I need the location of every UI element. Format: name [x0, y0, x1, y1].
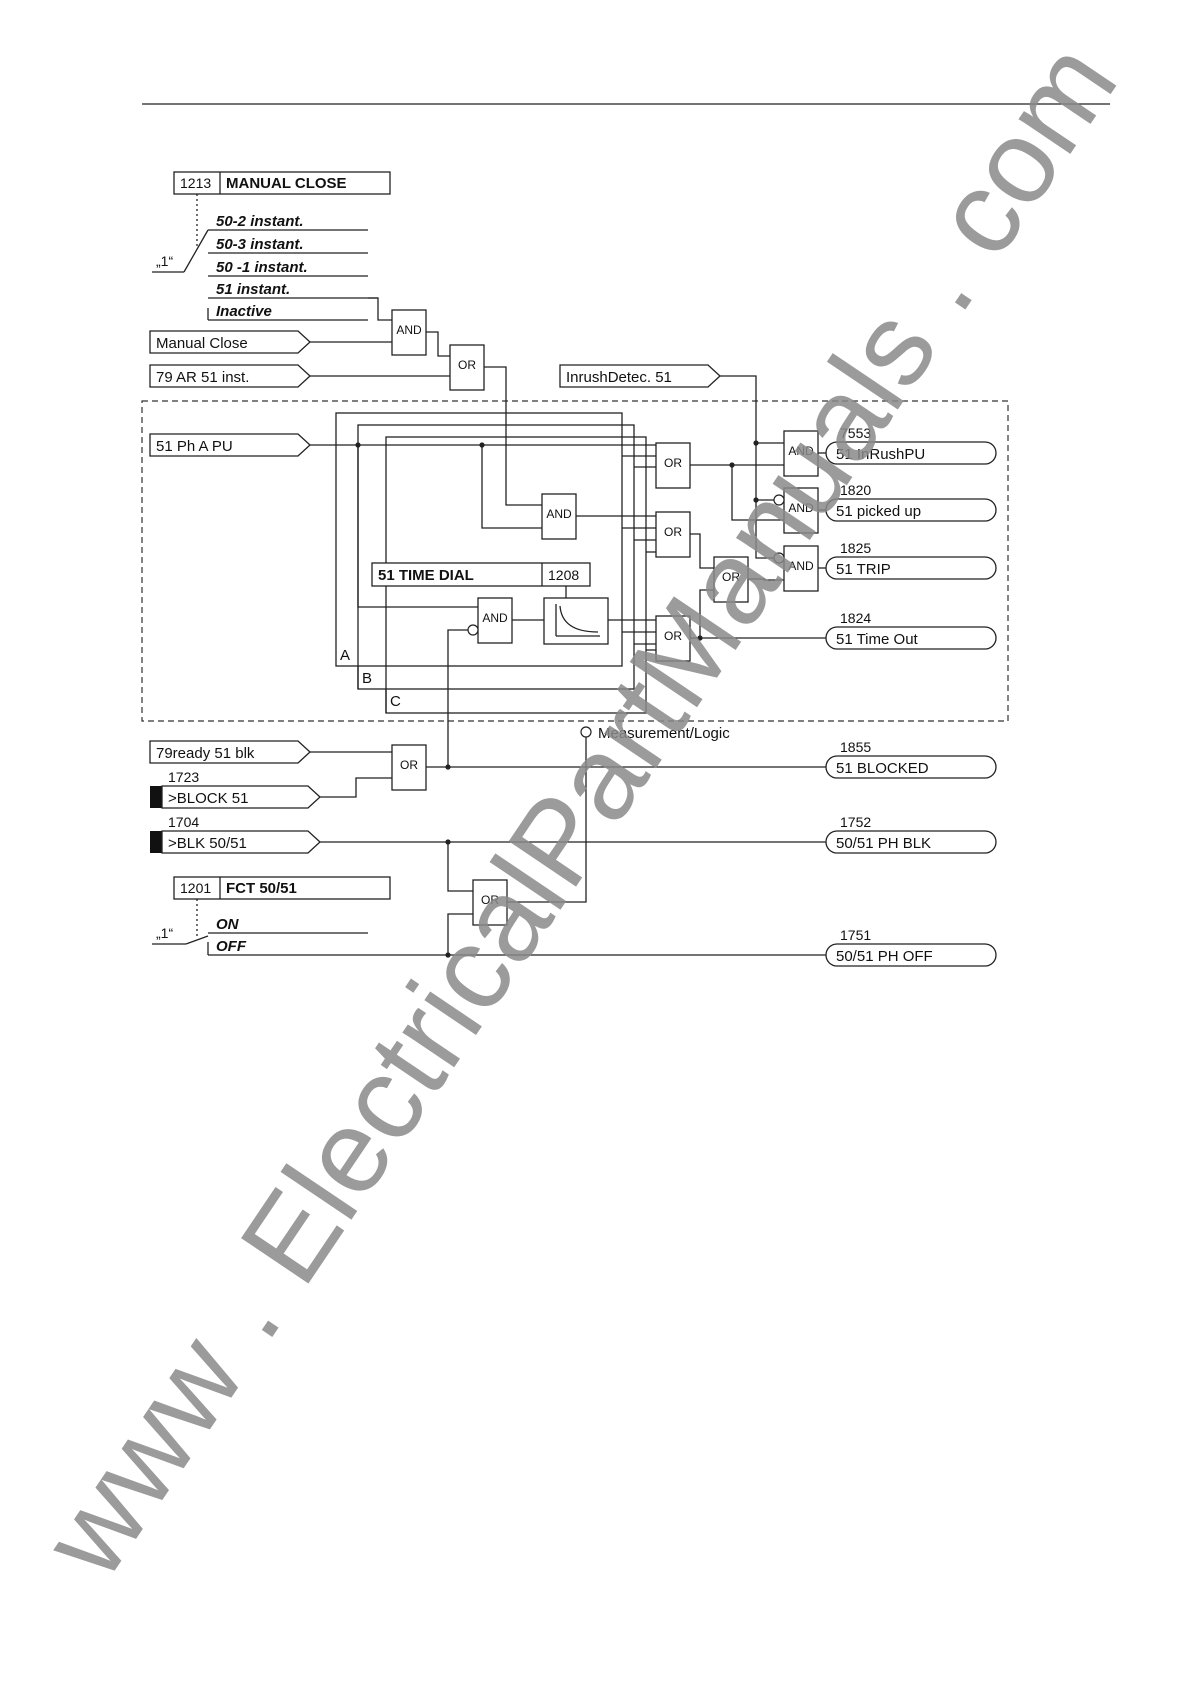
input-number: 1723	[168, 769, 199, 785]
output-label: 51 InRushPU	[836, 446, 925, 463]
svg-text:OR: OR	[722, 570, 740, 584]
svg-text:AND: AND	[546, 507, 572, 521]
or-gate-block: OR	[391, 744, 427, 791]
svg-text:OR: OR	[664, 629, 682, 643]
svg-text:AND: AND	[396, 323, 422, 337]
phase-c-label: C	[390, 693, 401, 710]
option-50-1: 50 -1 instant.	[216, 259, 308, 276]
output-label: 51 Time Out	[836, 631, 919, 648]
or-gate-fct: OR	[472, 879, 508, 926]
setting-number: 1213	[180, 175, 211, 191]
constant-one: „1“	[156, 253, 173, 269]
and-gate-time: AND	[467, 597, 513, 644]
output-number: 1824	[840, 610, 871, 626]
setting-fct: 1201 FCT 50/51 ON OFF „1“	[152, 876, 448, 956]
input-label: 79 AR 51 inst.	[156, 369, 249, 386]
inverse-time-block	[543, 597, 609, 645]
input-manual-close: Manual Close	[149, 330, 311, 354]
phase-b-label: B	[362, 670, 372, 687]
output-51-picked-up: 1820 51 picked up	[825, 482, 997, 522]
input-label: >BLOCK 51	[168, 790, 248, 807]
output-label: 50/51 PH BLK	[836, 835, 931, 852]
wiring	[310, 297, 826, 958]
output-51-trip: 1825 51 TRIP	[825, 540, 997, 580]
setting-title: MANUAL CLOSE	[226, 175, 347, 192]
watermark-text: www . ElectricalPartManuals . com	[17, 20, 1143, 1600]
or-gate-manual-close: OR	[449, 344, 485, 391]
input-51-ph-a-pu: 51 Ph A PU	[149, 433, 311, 457]
svg-text:AND: AND	[788, 559, 814, 573]
output-number: 7553	[840, 425, 871, 441]
option-inactive: Inactive	[216, 303, 272, 320]
svg-text:AND: AND	[482, 611, 508, 625]
setting-manual-close: 1213 MANUAL CLOSE 50-2 instant. 50-3 ins…	[152, 171, 391, 321]
and-gate-manual-close: AND	[391, 309, 427, 356]
output-label: 51 BLOCKED	[836, 760, 929, 777]
output-50-51-ph-blk: 1752 50/51 PH BLK	[825, 814, 997, 854]
output-number: 1751	[840, 927, 871, 943]
svg-text:AND: AND	[788, 501, 814, 515]
measurement-logic-label: Measurement/Logic	[598, 725, 730, 742]
output-label: 50/51 PH OFF	[836, 948, 933, 965]
input-label: 79ready 51 blk	[156, 745, 255, 762]
output-number: 1820	[840, 482, 871, 498]
option-on: ON	[216, 916, 240, 933]
option-50-2: 50-2 instant.	[216, 213, 304, 230]
option-off: OFF	[216, 938, 247, 955]
setting-title: FCT 50/51	[226, 880, 297, 897]
setting-box	[173, 171, 391, 195]
svg-text:OR: OR	[400, 758, 418, 772]
and-gate-trip: AND	[773, 545, 819, 592]
setting-number: 1201	[180, 880, 211, 896]
time-dial-title: 51 TIME DIAL	[378, 567, 474, 584]
input-number: 1704	[168, 814, 199, 830]
output-51-time-out: 1824 51 Time Out	[825, 610, 997, 650]
output-50-51-ph-off: 1751 50/51 PH OFF	[825, 927, 997, 967]
input-79-ar: 79 AR 51 inst.	[149, 364, 311, 388]
svg-text:OR: OR	[664, 456, 682, 470]
and-gate-picked-up: AND	[773, 487, 819, 534]
input-blk-50-51: 1704 >BLK 50/51	[150, 814, 321, 854]
input-inrush: InrushDetec. 51	[559, 364, 721, 388]
svg-text:OR: OR	[481, 893, 499, 907]
and-gate-instant: AND	[541, 493, 577, 540]
output-number: 1855	[840, 739, 871, 755]
or-gate-timeout: OR	[655, 615, 691, 662]
input-label: InrushDetec. 51	[566, 369, 672, 386]
svg-text:OR: OR	[458, 358, 476, 372]
or-gate-pickup: OR	[655, 442, 691, 489]
input-label: >BLK 50/51	[168, 835, 247, 852]
input-label: 51 Ph A PU	[156, 438, 233, 455]
input-label: Manual Close	[156, 335, 248, 352]
option-51: 51 instant.	[216, 281, 290, 298]
output-number: 1752	[840, 814, 871, 830]
svg-text:AND: AND	[788, 444, 814, 458]
or-gate-instant: OR	[655, 511, 691, 558]
input-79ready: 79ready 51 blk	[149, 740, 311, 764]
output-label: 51 TRIP	[836, 561, 891, 578]
phase-a-label: A	[340, 647, 350, 664]
output-label: 51 picked up	[836, 503, 921, 520]
constant-one: „1“	[156, 925, 173, 941]
svg-text:OR: OR	[664, 525, 682, 539]
output-51-inrushpu: 7553 51 InRushPU	[825, 425, 997, 465]
time-dial-setting: 51 TIME DIAL 1208	[371, 562, 591, 598]
input-block-51: 1723 >BLOCK 51	[150, 769, 321, 809]
output-51-blocked: 1855 51 BLOCKED	[825, 739, 997, 779]
output-number: 1825	[840, 540, 871, 556]
option-50-3: 50-3 instant.	[216, 236, 304, 253]
and-gate-inrush: AND	[783, 430, 819, 477]
time-dial-number: 1208	[548, 567, 579, 583]
measurement-region	[141, 400, 1009, 722]
